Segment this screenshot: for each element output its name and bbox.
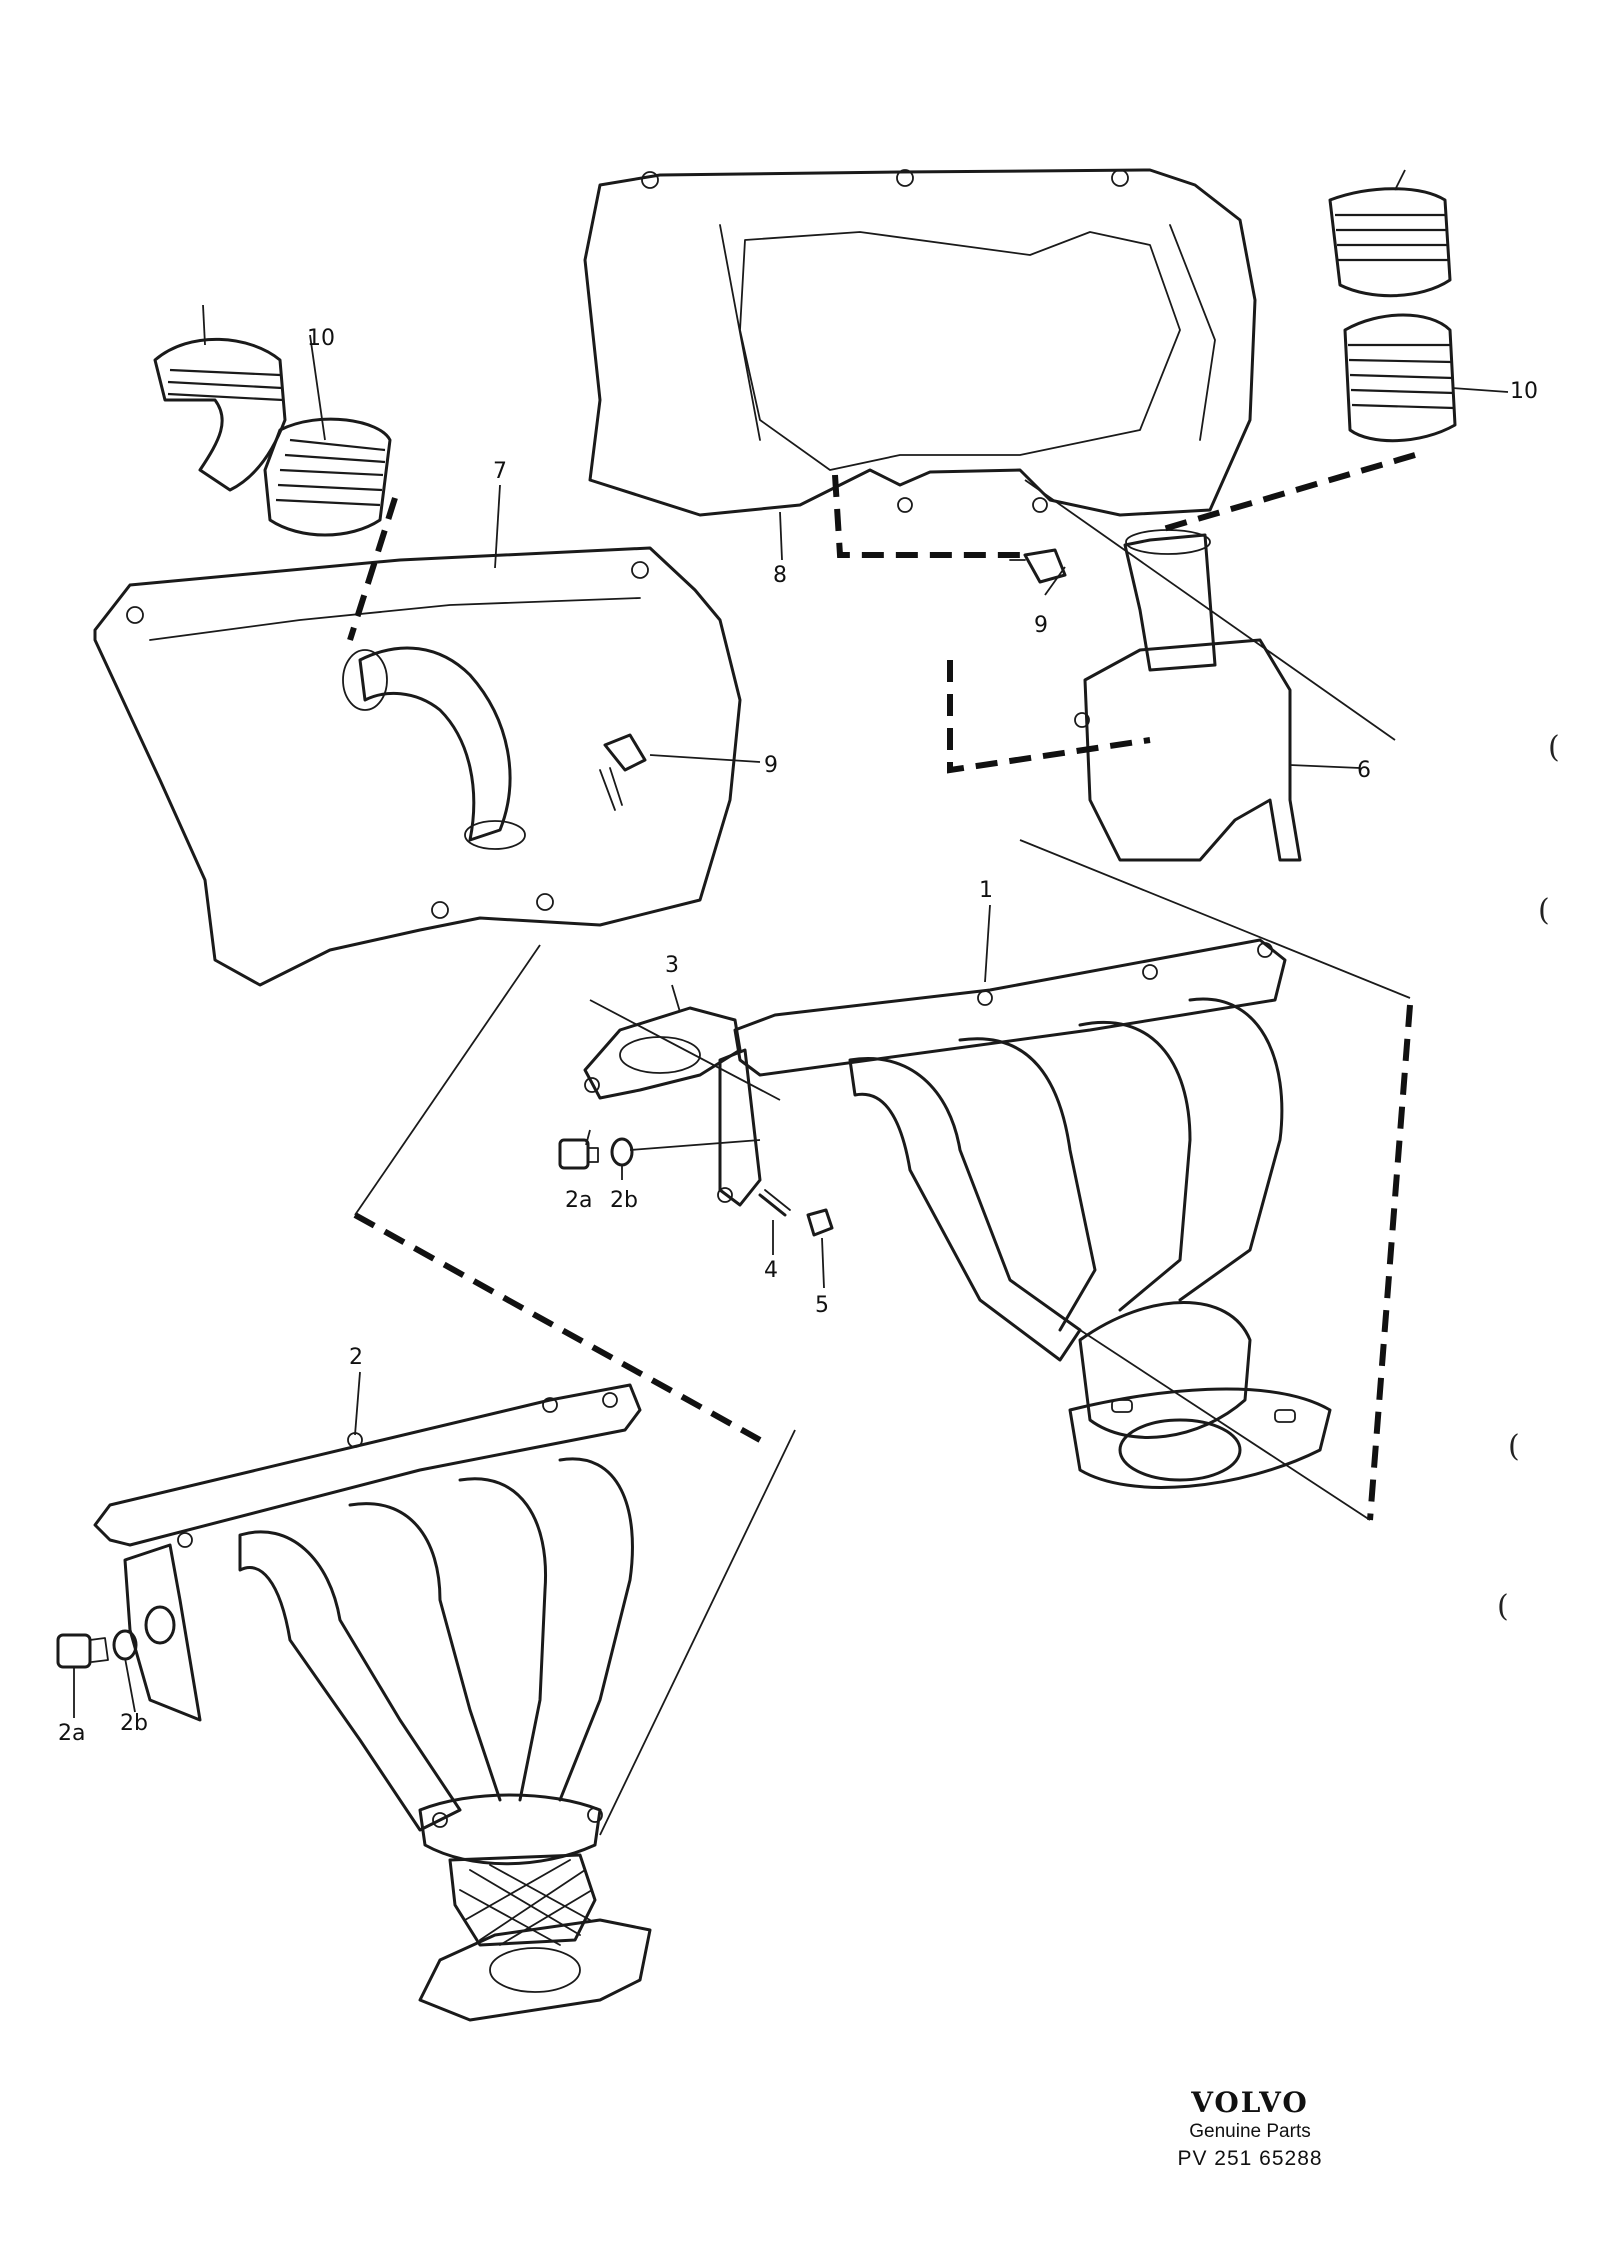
dashed-assembly-lines bbox=[347, 452, 1416, 1521]
volvo-logo-block: VOLVO Genuine Parts PV 251 65288 bbox=[1150, 2086, 1350, 2171]
drawing-code: PV 251 65288 bbox=[1177, 2147, 1323, 2170]
callout-7: 7 bbox=[493, 459, 507, 484]
margin-mark: ( bbox=[1538, 893, 1550, 928]
margin-mark: ( bbox=[1548, 730, 1560, 765]
callout-9-right: 9 bbox=[1034, 613, 1048, 638]
callout-2a-upper: 2a bbox=[565, 1188, 592, 1213]
stud-4 bbox=[758, 1189, 791, 1217]
callout-10-right: 10 bbox=[1510, 379, 1538, 404]
callout-6: 6 bbox=[1357, 758, 1371, 783]
brand-subtitle: Genuine Parts bbox=[1189, 2121, 1311, 2142]
bolt-9-right bbox=[1009, 548, 1067, 584]
flex-hose-10-right bbox=[1328, 187, 1457, 443]
bolt-9-left bbox=[599, 733, 647, 811]
callout-8: 8 bbox=[773, 563, 787, 588]
callout-1: 1 bbox=[979, 878, 993, 903]
margin-mark: ( bbox=[1508, 1429, 1520, 1464]
callout-2: 2 bbox=[349, 1345, 363, 1370]
callout-10-left: 10 bbox=[307, 326, 335, 351]
nut-5 bbox=[806, 1208, 834, 1237]
heat-shield-7 bbox=[93, 546, 742, 987]
callout-2b-lower: 2b bbox=[120, 1711, 148, 1736]
callout-3: 3 bbox=[665, 953, 679, 978]
margin-mark: ( bbox=[1497, 1589, 1509, 1624]
margin-marks: ( ( ( ( bbox=[1497, 730, 1560, 1624]
callout-4: 4 bbox=[764, 1258, 778, 1283]
callout-2a-lower: 2a bbox=[58, 1721, 85, 1746]
callout-5: 5 bbox=[815, 1293, 829, 1318]
plug-2a-lower bbox=[56, 1633, 109, 1669]
exhaust-manifold-2 bbox=[93, 1383, 652, 2022]
brand-name: VOLVO bbox=[1191, 2086, 1309, 2119]
flex-mesh bbox=[459, 1859, 593, 1946]
flex-hose-10-left bbox=[153, 337, 392, 537]
gasket-3 bbox=[583, 1006, 742, 1100]
leader-lines bbox=[73, 169, 1509, 1836]
callout-2b-upper: 2b bbox=[610, 1188, 638, 1213]
callout-labels: 1 2 2a 2b 3 4 5 6 7 8 9 9 10 10 2a 2b bbox=[58, 326, 1538, 1746]
heat-shield-8 bbox=[583, 168, 1257, 517]
exhaust-manifold-1 bbox=[717, 938, 1332, 1489]
washer-2b-upper bbox=[610, 1137, 634, 1167]
callout-9-left: 9 bbox=[764, 753, 778, 778]
heat-shield-6 bbox=[1074, 529, 1302, 862]
washer-2b-lower bbox=[112, 1605, 176, 1661]
plug-2a-upper bbox=[558, 1138, 599, 1170]
